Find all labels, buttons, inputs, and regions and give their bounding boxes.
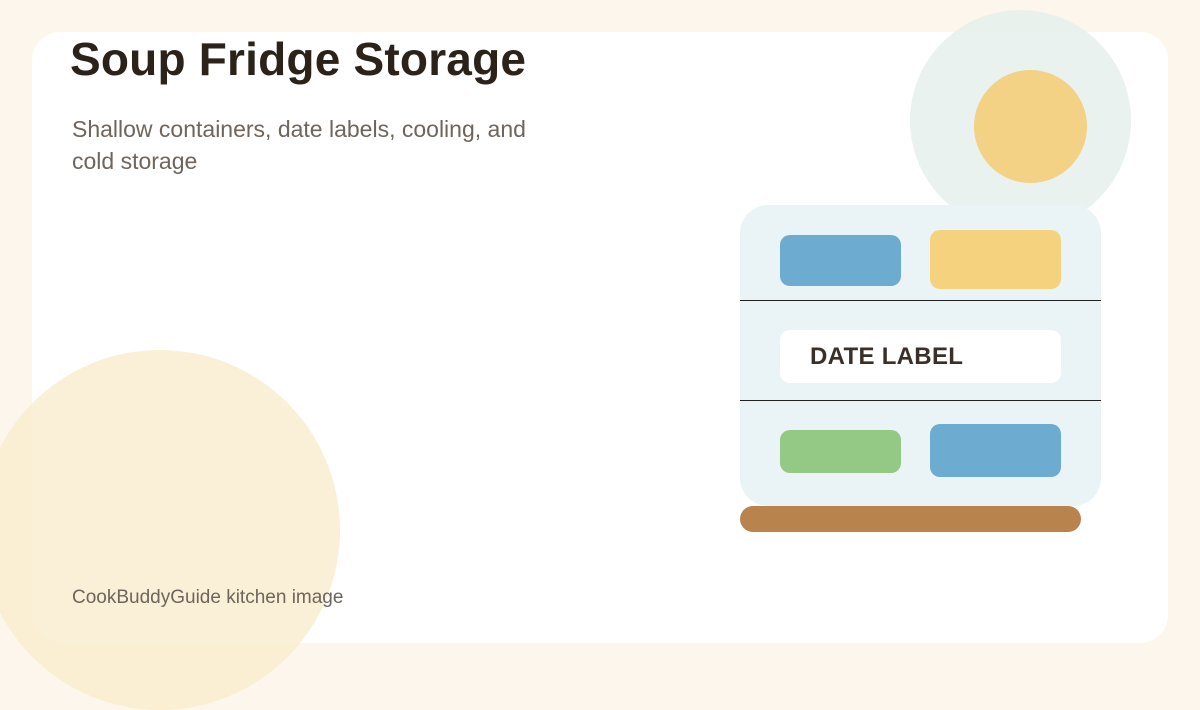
container-top-left (780, 235, 901, 286)
page-title: Soup Fridge Storage (70, 33, 527, 85)
container-bottom-right (930, 424, 1061, 477)
image-credit: CookBuddyGuide kitchen image (72, 587, 344, 608)
fridge-base (740, 506, 1081, 532)
container-bottom-left (780, 430, 901, 473)
sun-circle-icon (974, 70, 1087, 183)
container-top-right (930, 230, 1061, 289)
shelf-divider-top (740, 300, 1101, 301)
date-label: DATE LABEL (780, 330, 1061, 383)
page-subtitle: Shallow containers, date labels, cooling… (72, 116, 526, 174)
fridge-illustration: DATE LABEL (740, 205, 1101, 506)
decorative-blob (0, 350, 340, 710)
shelf-divider-bottom (740, 400, 1101, 401)
